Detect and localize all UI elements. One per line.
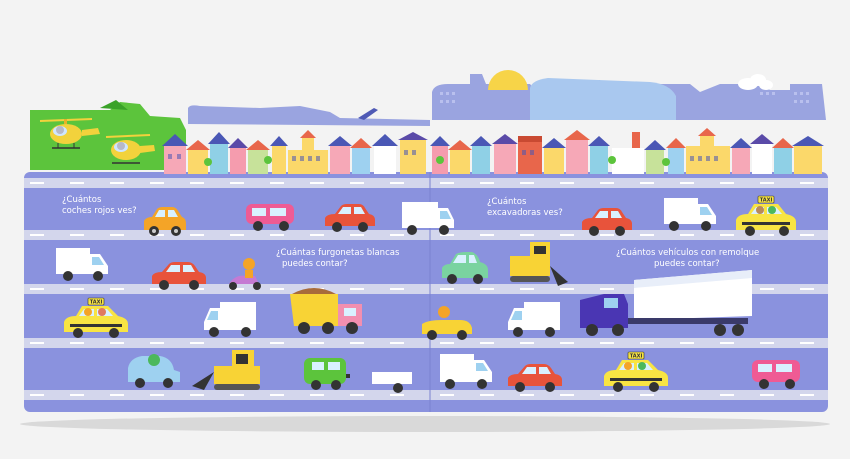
question-line: excavadoras ves? — [487, 208, 563, 218]
question-line: ¿Cuántos vehículos con remolque — [616, 248, 760, 258]
road-lane-stripes — [24, 178, 828, 400]
taxi-sign: TAXI — [630, 354, 643, 360]
pink-van — [246, 204, 294, 231]
green-car — [442, 252, 488, 284]
question-trailers: ¿Cuántos vehículos con remolque puedes c… — [616, 248, 759, 270]
question-white-vans: ¿Cuántas furgonetas blancas puedes conta… — [276, 248, 399, 270]
taxi-car: TAXI — [64, 297, 128, 338]
taxi-sign: TAXI — [90, 300, 103, 306]
blue-car — [128, 354, 180, 388]
red-car — [152, 262, 206, 290]
yellow-excavator — [192, 350, 260, 390]
white-van — [402, 202, 454, 235]
taxi-car: TAXI — [604, 351, 668, 392]
helicopter-tab — [30, 100, 186, 170]
question-line: ¿Cuántas furgonetas blancas — [276, 248, 400, 258]
sun-icon — [488, 70, 528, 90]
question-line: puedes contar? — [282, 259, 348, 269]
question-line: ¿Cuántos — [62, 195, 102, 205]
white-van — [508, 302, 560, 337]
trailer — [372, 372, 412, 393]
red-car — [582, 208, 632, 236]
question-line: ¿Cuántos — [487, 197, 527, 207]
yellow-car — [422, 306, 472, 340]
white-van — [56, 248, 108, 281]
green-car — [304, 358, 350, 390]
plane-icon — [358, 108, 378, 120]
red-car — [508, 364, 562, 392]
pink-van — [752, 360, 800, 389]
yellow-excavator — [510, 242, 568, 286]
cloud-icon — [738, 74, 773, 90]
question-line: puedes contar? — [654, 259, 720, 269]
taxi-sign: TAXI — [760, 198, 773, 204]
question-excavators: ¿Cuántos excavadoras ves? — [487, 197, 563, 219]
white-van — [440, 354, 492, 389]
helicopter-icon — [105, 134, 155, 164]
red-car — [325, 204, 375, 232]
white-van — [204, 302, 256, 337]
white-van — [664, 198, 716, 231]
orange-car — [144, 207, 186, 236]
hills-backdrop — [188, 105, 430, 126]
semi-truck — [580, 270, 752, 336]
dump-truck — [290, 288, 362, 334]
question-line: coches rojos ves? — [62, 206, 137, 216]
scooter — [229, 258, 261, 290]
town-buildings — [162, 128, 824, 174]
helicopter-icon — [39, 118, 100, 149]
question-red-cars: ¿Cuántos coches rojos ves? — [62, 195, 137, 217]
taxi-car: TAXI — [736, 195, 796, 236]
city-skyline-backdrop — [432, 70, 826, 120]
